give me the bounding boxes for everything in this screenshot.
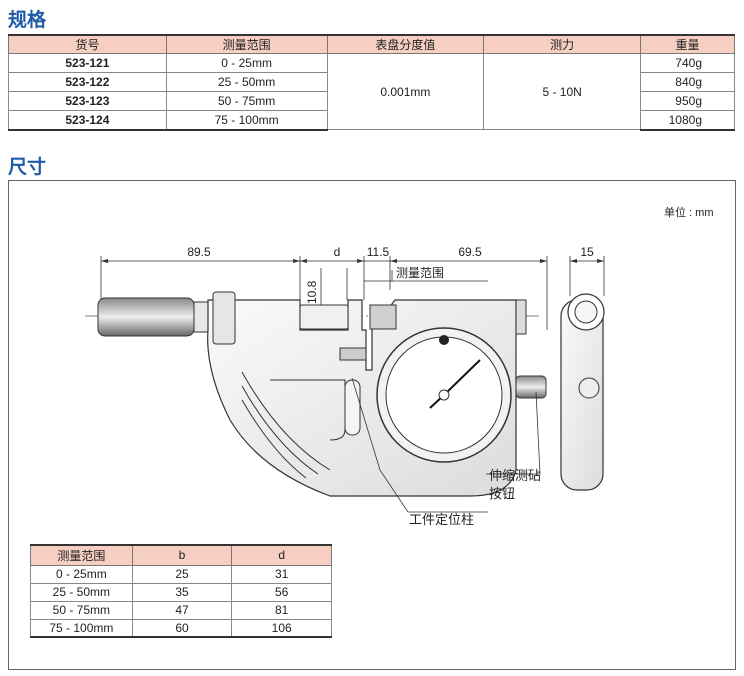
dim-label-11-5: 11.5 bbox=[367, 245, 390, 259]
dim-table: 测量范围 b d 0 - 25mm 25 31 25 - 50mm 35 56 … bbox=[30, 544, 332, 638]
dim-cell: 25 bbox=[131, 564, 233, 584]
label-workpiece-stop: 工件定位柱 bbox=[409, 512, 474, 527]
dim-header-d: d bbox=[231, 544, 332, 566]
dimension-frame bbox=[8, 180, 736, 670]
side-view bbox=[560, 293, 605, 491]
label-measuring-range: 测量范围 bbox=[396, 266, 444, 280]
dim-label-69-5: 69.5 bbox=[458, 245, 482, 259]
dim-label-d: d bbox=[334, 245, 341, 259]
frame-cap bbox=[515, 299, 527, 335]
dim-header-b: b bbox=[131, 544, 233, 566]
dim-row: 0 - 25mm 25 31 bbox=[30, 564, 332, 584]
spec-header-row: 货号 测量范围 表盘分度值 测力 重量 bbox=[8, 34, 735, 54]
dim-header-range: 测量范围 bbox=[30, 544, 133, 566]
label-retract-1: 伸缩测砧 bbox=[489, 468, 541, 483]
spec-header-range: 测量范围 bbox=[165, 34, 328, 54]
spec-range: 50 - 75mm bbox=[165, 91, 328, 111]
dim-row: 50 - 75mm 47 81 bbox=[30, 600, 332, 620]
unit-label: 单位 : mm bbox=[664, 207, 714, 219]
spec-table: 货号 测量范围 表盘分度值 测力 重量 523-121 0 - 25mm 0.0… bbox=[8, 34, 735, 131]
dim-row: 25 - 50mm 35 56 bbox=[30, 582, 332, 602]
dim-label-89-5: 89.5 bbox=[187, 245, 211, 259]
dim-cell: 75 - 100mm bbox=[30, 618, 133, 638]
spec-model: 523-124 bbox=[8, 110, 167, 131]
retract-button bbox=[515, 375, 547, 399]
lock-clamp bbox=[212, 291, 236, 345]
dim-row: 75 - 100mm 60 106 bbox=[30, 618, 332, 638]
dim-label-phi: ø10.8 bbox=[305, 280, 319, 311]
dim-cell: 25 - 50mm bbox=[30, 582, 133, 602]
callout-lines bbox=[351, 377, 541, 513]
spec-weight: 840g bbox=[640, 72, 735, 92]
spec-weight: 1080g bbox=[640, 110, 735, 131]
spec-range: 75 - 100mm bbox=[165, 110, 328, 131]
spec-graduation: 0.001mm bbox=[326, 53, 485, 130]
dim-cell: 31 bbox=[231, 564, 332, 584]
dim-header-row: 测量范围 b d bbox=[30, 544, 332, 566]
label-retract-2: 按钮 bbox=[489, 486, 515, 501]
spec-header-model: 货号 bbox=[8, 34, 167, 54]
spec-model: 523-121 bbox=[8, 53, 167, 73]
spindle bbox=[299, 304, 349, 330]
dim-cell: 0 - 25mm bbox=[30, 564, 133, 584]
dim-cell: 60 bbox=[131, 618, 233, 638]
dim-cell: 35 bbox=[131, 582, 233, 602]
dim-section-title: 尺寸 bbox=[8, 156, 47, 178]
spec-model: 523-123 bbox=[8, 91, 167, 111]
dim-cell: 47 bbox=[131, 600, 233, 620]
dial-indicator bbox=[376, 327, 512, 463]
dim-label-15: 15 bbox=[580, 245, 594, 259]
thimble bbox=[97, 297, 209, 337]
spec-section-title: 规格 bbox=[8, 9, 47, 31]
spec-row: 523-124 75 - 100mm 1080g bbox=[8, 110, 735, 131]
spec-header-weight: 重量 bbox=[640, 34, 735, 54]
slot bbox=[344, 379, 361, 436]
spec-force: 5 - 10N bbox=[483, 53, 642, 130]
dim-cell: 50 - 75mm bbox=[30, 600, 133, 620]
spec-header-graduation: 表盘分度值 bbox=[326, 34, 485, 54]
workpiece-stop bbox=[339, 347, 367, 361]
dim-cell: 81 bbox=[231, 600, 332, 620]
anvil bbox=[369, 304, 397, 330]
dim-cell: 106 bbox=[231, 618, 332, 638]
dimension-arrows bbox=[101, 259, 604, 263]
dim-cell: 56 bbox=[231, 582, 332, 602]
